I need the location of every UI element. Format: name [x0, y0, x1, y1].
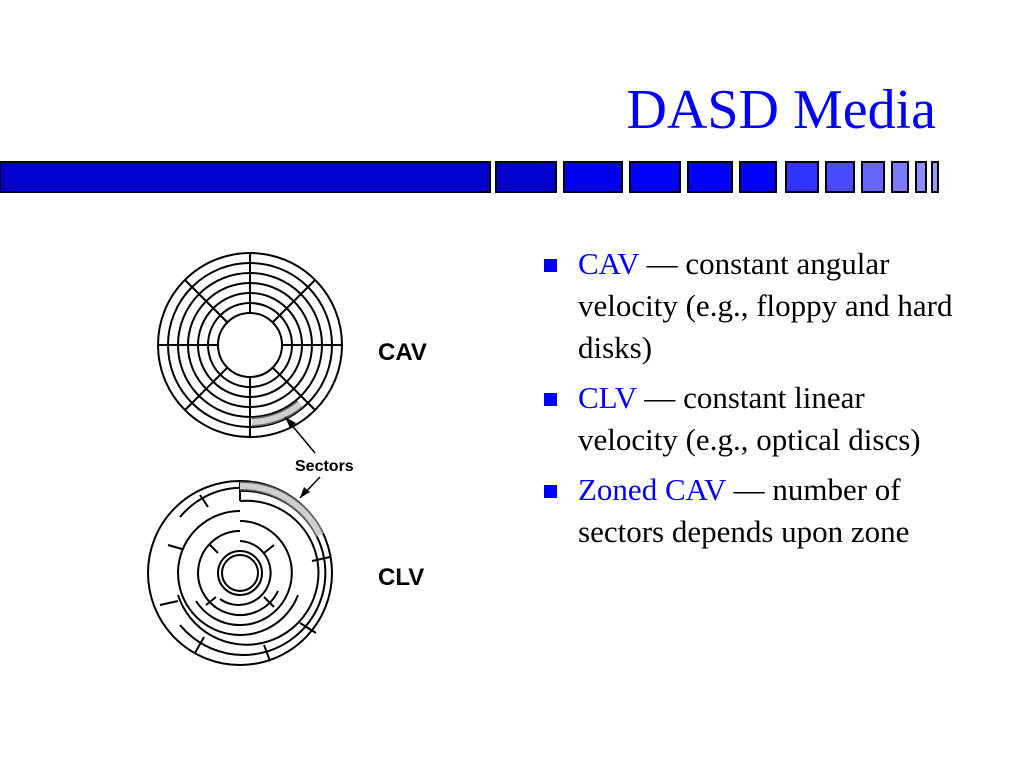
bar-segment [861, 161, 885, 193]
bullet-text: — constant angular velocity (e.g., flopp… [578, 246, 953, 365]
bullet-term: Zoned CAV [578, 472, 726, 507]
bullet-text: — number of sectors depends upon zone [578, 472, 910, 549]
cav-label: CAV [378, 339, 427, 366]
square-bullet-icon [544, 259, 557, 272]
sectors-label: Sectors [295, 458, 354, 475]
bar-segment [931, 161, 939, 193]
bar-segment [495, 161, 557, 193]
bullet-item-clv: CLV — constant linear velocity (e.g., op… [540, 377, 960, 461]
cav-clv-diagram: CAV Sectors CLV [147, 252, 427, 666]
square-bullet-icon [544, 485, 557, 498]
bullet-list: CAV — constant angular velocity (e.g., f… [540, 243, 960, 561]
bar-segment [915, 161, 927, 193]
bullet-term: CLV [578, 380, 637, 415]
bar-segment [739, 161, 777, 193]
clv-disk [147, 480, 333, 666]
clv-label: CLV [378, 564, 424, 591]
bar-segment [825, 161, 855, 193]
slide-title: DASD Media [626, 79, 936, 141]
bullet-term: CAV [578, 246, 639, 281]
bar-segment [629, 161, 681, 193]
bar-segment [687, 161, 733, 193]
bullet-item-zoned-cav: Zoned CAV — number of sectors depends up… [540, 469, 960, 553]
bar-segment [563, 161, 623, 193]
bar-segment [0, 161, 491, 193]
bar-segment [785, 161, 819, 193]
bar-segment [891, 161, 909, 193]
decorative-title-bar [0, 161, 939, 193]
bullet-text: — constant linear velocity (e.g., optica… [578, 380, 921, 457]
cav-disk [157, 252, 343, 438]
bullet-item-cav: CAV — constant angular velocity (e.g., f… [540, 243, 960, 369]
square-bullet-icon [544, 393, 557, 406]
